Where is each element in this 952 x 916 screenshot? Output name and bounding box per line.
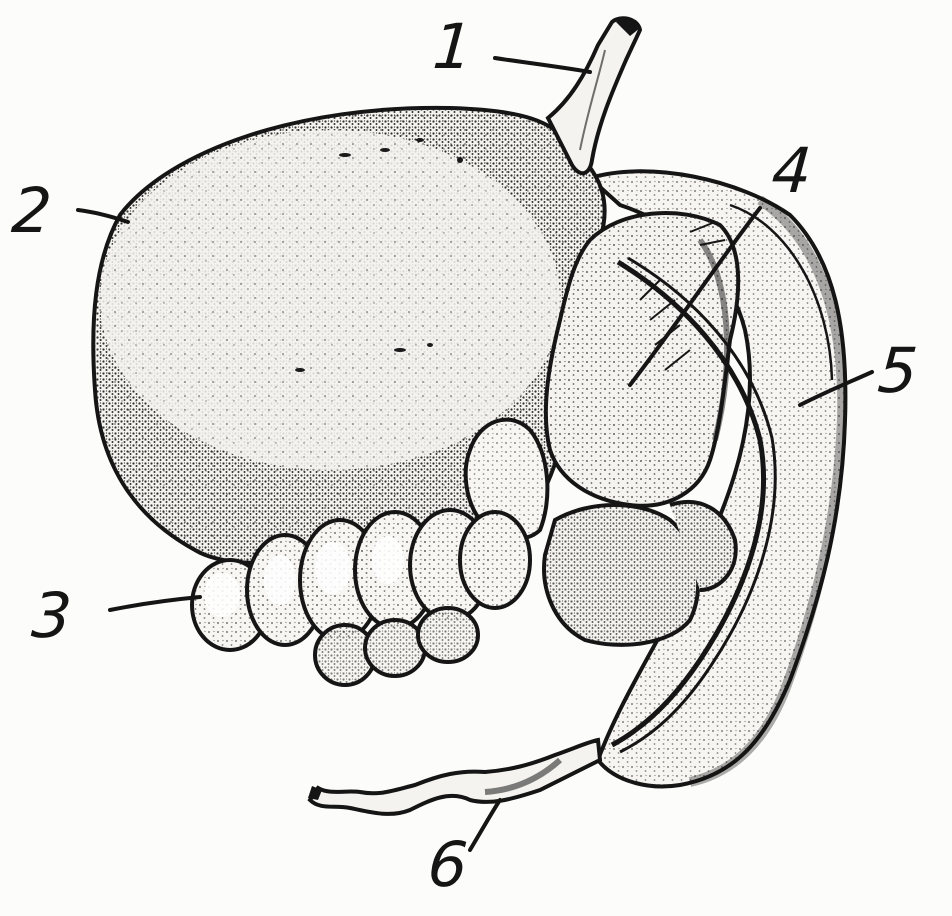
callout-number-6: 6 <box>426 834 470 896</box>
callout-number-1: 1 <box>431 16 475 78</box>
callout-number-2: 2 <box>10 180 54 242</box>
leader-line-3 <box>110 597 200 610</box>
callout-number-3: 3 <box>30 585 74 647</box>
tail-6 <box>308 740 600 814</box>
callout-number-4: 4 <box>770 140 814 202</box>
callout-number-5: 5 <box>876 340 920 402</box>
leader-line-1 <box>495 58 590 72</box>
leader-line-6 <box>470 800 500 850</box>
